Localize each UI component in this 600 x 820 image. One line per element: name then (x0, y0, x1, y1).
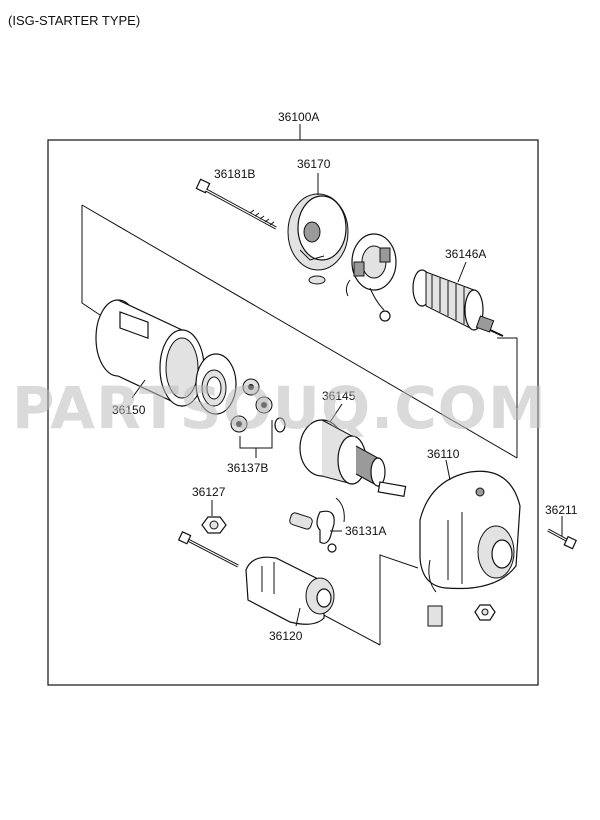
axis-guide-lower (379, 554, 419, 645)
part-label-36146a[interactable]: 36146A (445, 247, 486, 261)
leader-36150 (131, 379, 146, 399)
part-label-36110[interactable]: 36110 (427, 447, 460, 461)
part-label-36150[interactable]: 36150 (112, 403, 146, 417)
hex-nut-icon[interactable] (474, 604, 496, 621)
part-label-36211[interactable]: 36211 (545, 503, 578, 517)
axis-guide-upper (81, 204, 518, 459)
part-label-36170[interactable]: 36170 (297, 157, 331, 171)
yoke-housing-icon[interactable] (95, 299, 205, 407)
axis-guide-right (497, 337, 518, 458)
watermark: PARTSOUQ.COM (12, 374, 547, 442)
solenoid-switch-icon[interactable] (177, 530, 335, 625)
leader-36110 (445, 459, 451, 481)
hex-nut-icon[interactable] (201, 516, 227, 534)
leader-36145 (329, 403, 343, 423)
cap-icon[interactable] (427, 605, 443, 627)
part-label-36137b[interactable]: 36137B (227, 461, 268, 475)
part-label-36145[interactable]: 36145 (322, 389, 356, 403)
brush-holder-icon[interactable] (345, 233, 397, 322)
seal-ring-icon[interactable] (195, 353, 237, 415)
part-label-36127[interactable]: 36127 (192, 485, 226, 499)
armature-icon[interactable] (412, 269, 504, 337)
page-title: (ISG-STARTER TYPE) (8, 13, 140, 28)
overrunning-clutch-icon[interactable] (299, 419, 407, 498)
rear-end-cover-icon[interactable] (287, 193, 349, 285)
part-label-36131a[interactable]: 36131A (345, 524, 386, 538)
shift-lever-icon[interactable] (289, 497, 345, 553)
long-bolt-icon[interactable] (195, 178, 277, 230)
front-housing-icon[interactable] (419, 470, 521, 593)
planetary-gear-icon[interactable] (230, 378, 286, 433)
axis-guide-upper-left (81, 205, 101, 316)
part-label-36120[interactable]: 36120 (269, 629, 303, 643)
axis-guide-solenoid (317, 611, 381, 646)
part-label-36181b[interactable]: 36181B (214, 167, 255, 181)
assembly-number-label[interactable]: 36100A (278, 110, 319, 124)
leader-36146a (457, 261, 467, 283)
assembly-frame (47, 139, 539, 686)
mounting-bolt-icon[interactable] (547, 528, 578, 550)
leader-36120 (295, 607, 301, 627)
